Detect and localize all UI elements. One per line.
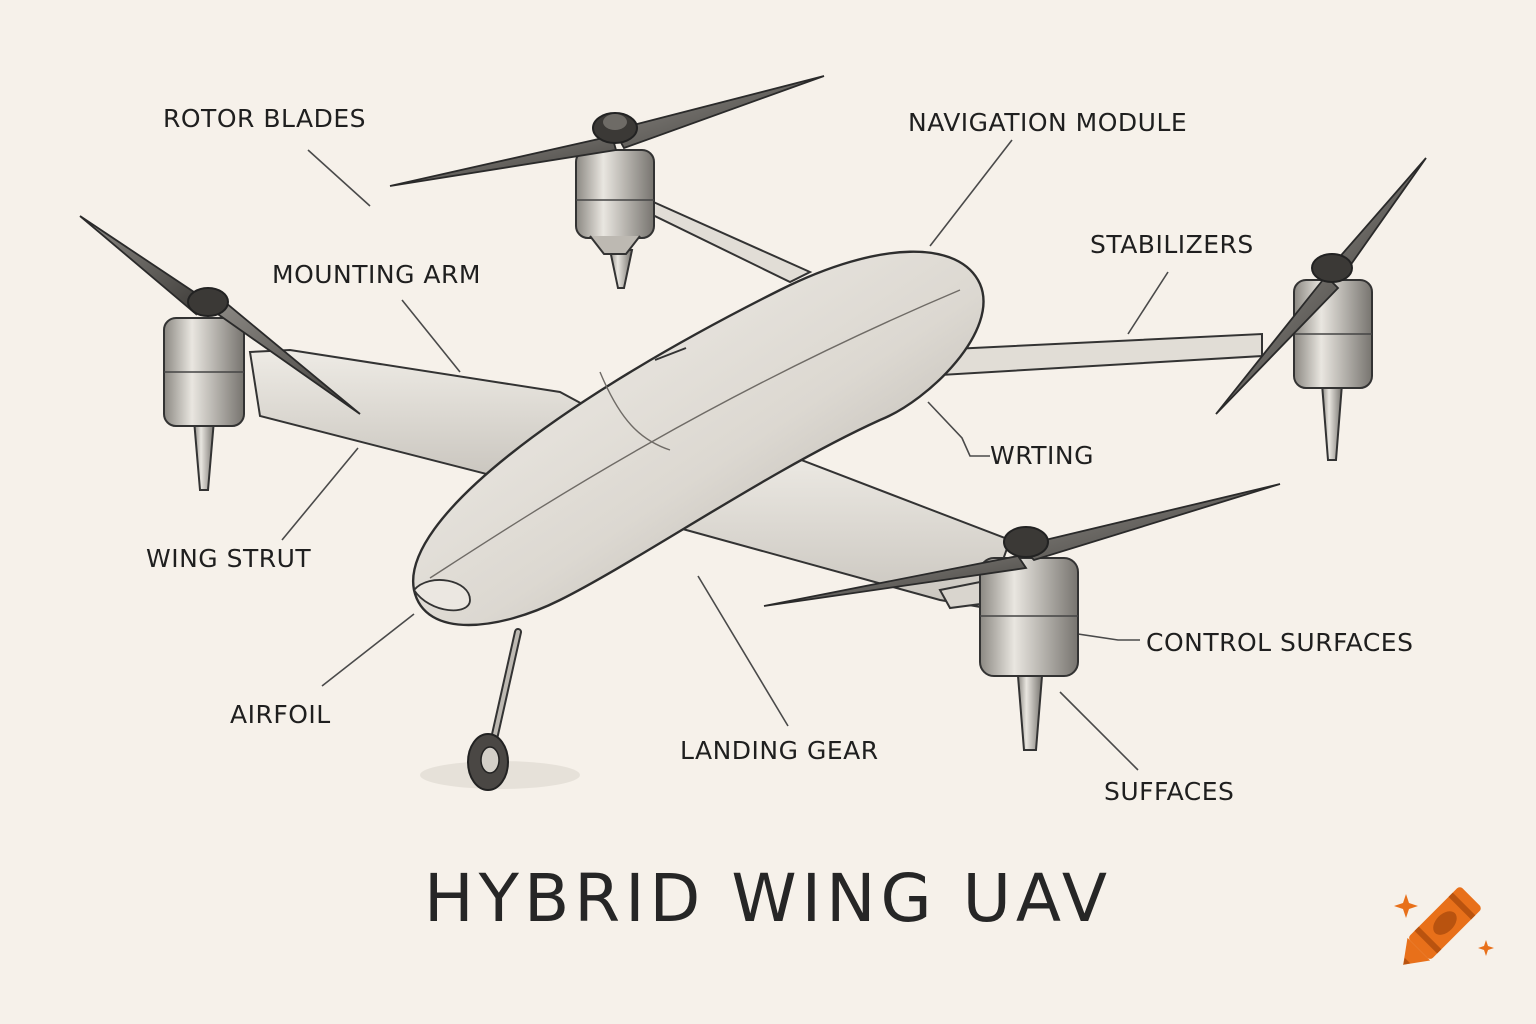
crayon-logo-icon — [1394, 887, 1494, 965]
label-wing-strut: WING STRUT — [146, 544, 312, 573]
leader-landing-gear — [697, 575, 789, 727]
label-mounting-arm: MOUNTING ARM — [272, 260, 481, 289]
label-navigation-module: NAVIGATION MODULE — [908, 108, 1188, 137]
leader-control-surfaces — [1077, 633, 1140, 641]
label-wrting: WRTING — [990, 441, 1094, 470]
leader-mounting-arm — [401, 299, 461, 373]
diagram-title: HYBRID WING UAV — [424, 860, 1112, 937]
leader-airfoil — [321, 613, 415, 687]
label-stabilizers: STABILIZERS — [1090, 230, 1254, 259]
label-suffaces: SUFFACES — [1104, 777, 1235, 806]
right-rotor — [1215, 157, 1427, 461]
label-rotor-blades: ROTOR BLADES — [163, 104, 366, 133]
label-landing-gear: LANDING GEAR — [680, 736, 879, 765]
rear-left-rotor — [389, 75, 825, 289]
label-airfoil: AIRFOIL — [230, 700, 331, 729]
leader-wing-strut — [281, 447, 359, 541]
leader-wrting — [927, 401, 990, 457]
leader-navigation-module — [929, 139, 1013, 247]
label-control-surfaces: CONTROL SURFACES — [1146, 628, 1414, 657]
left-rotor — [79, 215, 361, 491]
fuselage — [411, 250, 985, 627]
leader-stabilizers — [1127, 271, 1169, 335]
leader-suffaces — [1059, 691, 1139, 771]
leader-rotor-blades — [307, 149, 371, 207]
front-right-rotor — [763, 483, 1281, 751]
landing-gear — [467, 628, 522, 791]
leader-lines — [281, 139, 1169, 771]
